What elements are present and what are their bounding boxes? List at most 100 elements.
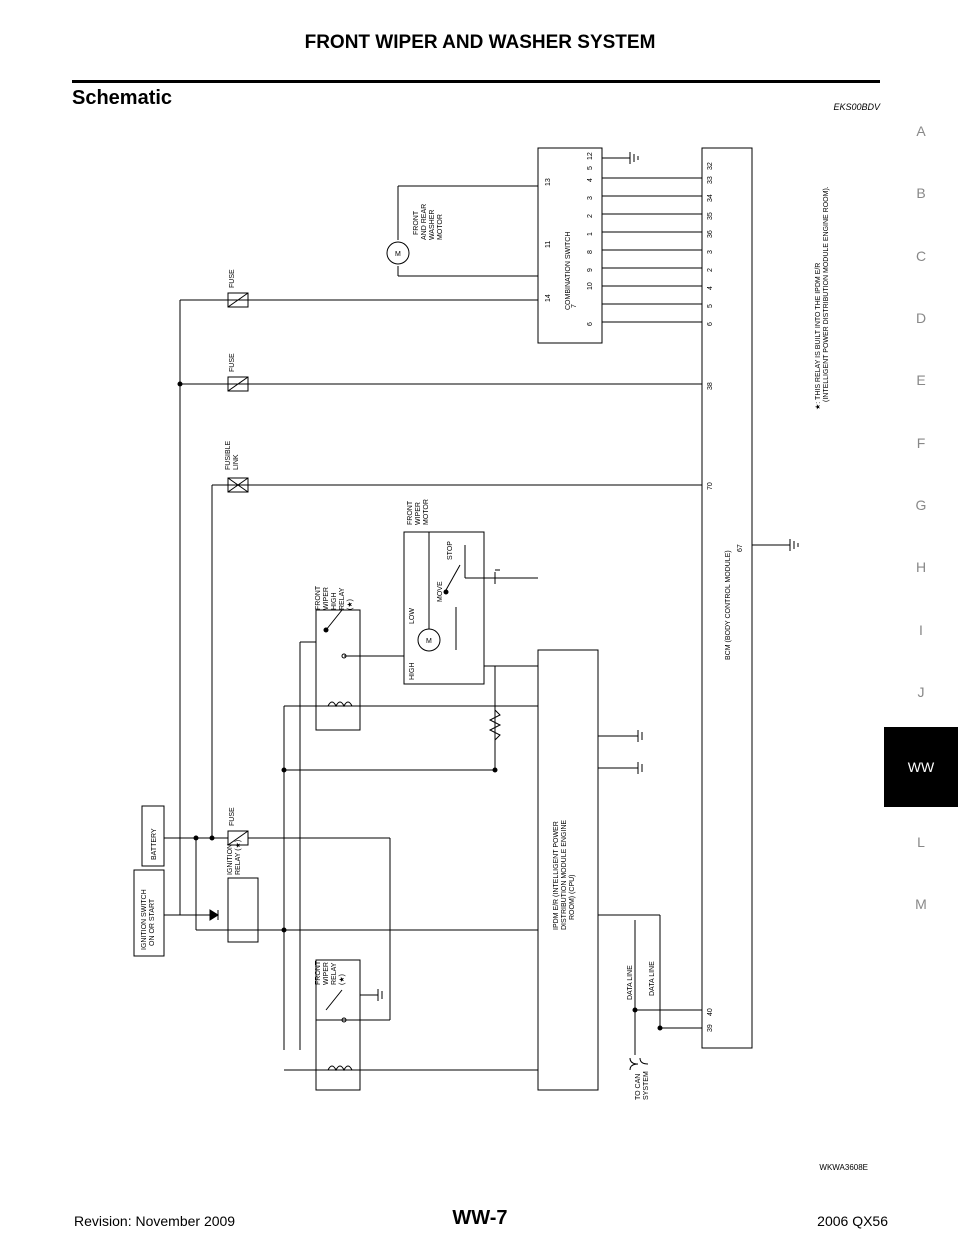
switch-pin-12: 12: [587, 152, 594, 160]
low-label: LOW: [409, 608, 416, 624]
high-relay-label-2: WIPER: [323, 587, 330, 610]
bcm-pin-67: 67: [737, 544, 744, 552]
high-relay-label-5: (★): [346, 599, 354, 610]
sidebar-item-e[interactable]: E: [916, 372, 926, 389]
figure-code: WKWA3608E: [819, 1163, 868, 1172]
ipdm-label-2: DISTRIBUTION MODULE ENGINE: [561, 820, 568, 930]
sidebar-item-j[interactable]: J: [917, 683, 925, 700]
bcm-pin-4: 4: [707, 286, 714, 290]
move-label: MOVE: [437, 581, 444, 602]
bcm-pin-2: 2: [707, 268, 714, 272]
section-code: EKS00BDV: [833, 102, 880, 112]
footer-revision: Revision: November 2009: [74, 1213, 236, 1229]
bcm-box: [701, 147, 753, 1049]
wiring-schematic: COMBINATION SWITCH BCM (BODY CONTROL MOD…: [133, 147, 830, 1100]
high-label: HIGH: [409, 663, 416, 681]
wiper-relay-label-3: RELAY: [331, 962, 338, 985]
combination-switch-label: COMBINATION SWITCH: [565, 232, 572, 310]
ignition-switch-label-2: ON OR START: [149, 898, 156, 946]
ignition-relay-box: [227, 877, 259, 943]
sidebar-item-f[interactable]: F: [916, 434, 926, 451]
bcm-pin-34: 34: [707, 194, 714, 202]
sidebar-item-ww[interactable]: WW: [884, 726, 958, 807]
bcm-pin-39: 39: [707, 1024, 714, 1032]
ignition-switch-label-1: IGNITION SWITCH: [141, 889, 148, 950]
washer-motor-letter: M: [395, 251, 401, 258]
page-header-title: FRONT WIPER AND WASHER SYSTEM: [304, 32, 656, 53]
switch-pin-4: 4: [587, 178, 594, 182]
washer-motor-label-4: MOTOR: [437, 214, 444, 240]
bcm-pin-40: 40: [707, 1008, 714, 1016]
bcm-pin-38: 38: [707, 382, 714, 390]
ipdm-label-1: IPDM E/R (INTELLIGENT POWER: [553, 821, 560, 930]
bcm-pin-70: 70: [707, 482, 714, 490]
data-line-label-1: DATA LINE: [627, 965, 634, 1000]
sidebar-item-d[interactable]: D: [915, 310, 927, 327]
washer-motor-label-1: FRONT: [413, 210, 420, 235]
switch-pin-3: 3: [587, 196, 594, 200]
high-relay-label-4: RELAY: [339, 587, 346, 610]
fusible-link-label-2: LINK: [233, 454, 240, 470]
sidebar-item-l[interactable]: L: [917, 834, 925, 851]
high-relay-label-3: HIGH: [331, 593, 338, 611]
wiper-motor-letter: M: [426, 638, 432, 645]
sidebar-item-g[interactable]: G: [915, 496, 927, 513]
bcm-pin-5: 5: [707, 304, 714, 308]
sidebar-item-a[interactable]: A: [916, 123, 926, 140]
section-title: Schematic: [72, 87, 173, 109]
combination-switch-box: [537, 147, 603, 344]
wiper-motor-box: [403, 531, 485, 685]
switch-pin-8: 8: [587, 250, 594, 254]
sidebar-item-c[interactable]: C: [915, 247, 927, 264]
bcm-pin-6: 6: [707, 322, 714, 326]
high-relay-box: [315, 609, 361, 731]
switch-pin-13: 13: [545, 178, 552, 186]
wiper-relay-label-1: FRONT: [315, 960, 322, 985]
bcm-pin-32: 32: [707, 162, 714, 170]
sidebar-item-b[interactable]: B: [916, 185, 926, 202]
wiper-motor-label-2: WIPER: [415, 502, 422, 525]
high-relay-label-1: FRONT: [315, 585, 322, 610]
wiper-relay-label-4: (★): [338, 974, 346, 985]
switch-pin-10: 10: [587, 282, 594, 290]
switch-pin-9: 9: [587, 268, 594, 272]
washer-motor-label-2: AND REAR: [421, 204, 428, 240]
fusible-link-label-1: FUSIBLE: [225, 440, 232, 470]
ipdm-box: [537, 649, 599, 1091]
battery-label: BATTERY: [151, 828, 158, 860]
wiper-motor-label-1: FRONT: [407, 500, 414, 525]
wiper-motor-label-3: MOTOR: [423, 499, 430, 525]
ipdm-label-3: ROOM) (CPU): [569, 875, 576, 921]
note-line-1: ★: THIS RELAY IS BUILT INTO THE IPDM E/R: [814, 263, 822, 410]
switch-pin-11: 11: [545, 241, 552, 248]
bcm-label: BCM (BODY CONTROL MODULE): [725, 550, 732, 660]
switch-pin-2: 2: [587, 214, 594, 218]
bcm-pin-35: 35: [707, 212, 714, 220]
footer-page-number: WW-7: [452, 1207, 508, 1229]
to-can-label-1: TO CAN: [635, 1074, 642, 1100]
ignition-relay-label-2: RELAY (★): [234, 840, 242, 875]
switch-pin-14: 14: [545, 294, 552, 302]
data-line-label-2: DATA LINE: [649, 961, 656, 996]
section-index-sidebar: A B C D E F G H I J WW L M: [884, 100, 958, 936]
sidebar-item-h[interactable]: H: [915, 559, 927, 576]
fuse-label-2: FUSE: [229, 353, 236, 372]
ignition-switch-box: [133, 869, 165, 957]
sidebar-item-i[interactable]: I: [919, 621, 923, 638]
wiper-relay-label-2: WIPER: [323, 962, 330, 985]
bcm-pin-36: 36: [707, 230, 714, 238]
to-can-label-2: SYSTEM: [643, 1071, 650, 1100]
switch-pin-7: 7: [571, 304, 578, 308]
stop-label: STOP: [447, 541, 454, 560]
ignition-relay-label-1: IGNITION: [227, 844, 234, 875]
note-line-2: (INTELLIGENT POWER DISTRIBUTION MODULE E…: [823, 186, 830, 402]
fuse-label-3: FUSE: [229, 807, 236, 826]
header-rule: [72, 80, 880, 83]
wiper-relay-box: [315, 959, 361, 1091]
switch-pin-1: 1: [587, 232, 594, 236]
fuse-label-1: FUSE: [229, 269, 236, 288]
bcm-pin-33: 33: [707, 176, 714, 184]
switch-pin-5: 5: [587, 166, 594, 170]
switch-pin-6: 6: [587, 322, 594, 326]
sidebar-item-m[interactable]: M: [915, 896, 927, 913]
